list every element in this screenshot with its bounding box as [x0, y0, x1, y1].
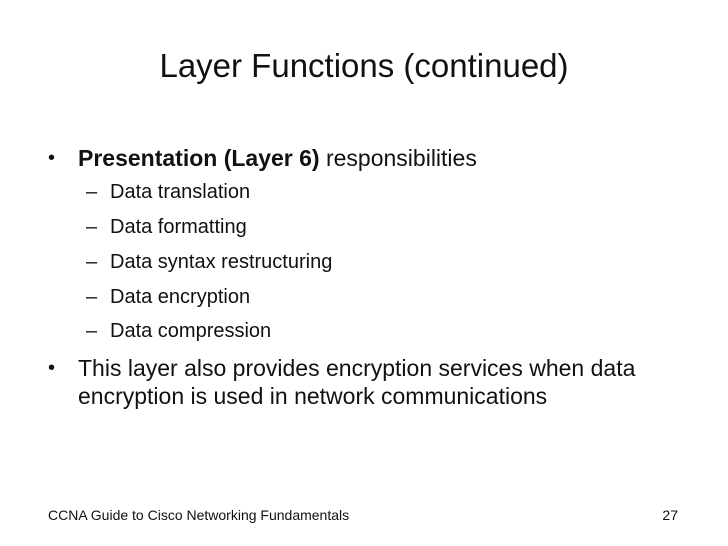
sub-item-text: Data translation [110, 181, 251, 203]
sub-item-text: Data syntax restructuring [110, 251, 333, 273]
footer-page-number: 27 [662, 507, 678, 523]
dash-marker: – [86, 251, 98, 273]
bullet-bold-text: Presentation (Layer 6) [78, 145, 320, 171]
bullet-presentation-layer: • Presentation (Layer 6) responsibilitie… [48, 144, 688, 174]
sub-item-text: Data formatting [110, 216, 247, 238]
bullet-dot: • [48, 357, 56, 379]
bullet-dot: • [48, 147, 56, 169]
dash-marker: – [86, 286, 98, 308]
bullet-text: Presentation (Layer 6) responsibilities [78, 144, 698, 172]
bullet-text: This layer also provides encryption serv… [78, 355, 636, 409]
dash-marker: – [86, 216, 98, 238]
slide-title: Layer Functions (continued) [159, 47, 569, 84]
footer-course-title: CCNA Guide to Cisco Networking Fundament… [48, 507, 350, 523]
dash-marker: – [86, 181, 98, 203]
sub-item-text: Data encryption [110, 286, 251, 308]
sub-item-text: Data compression [110, 320, 272, 342]
dash-marker: – [86, 320, 98, 342]
bullet-rest-text: responsibilities [319, 145, 477, 171]
bullet-encryption-services: • This layer also provides encryption se… [48, 354, 688, 418]
